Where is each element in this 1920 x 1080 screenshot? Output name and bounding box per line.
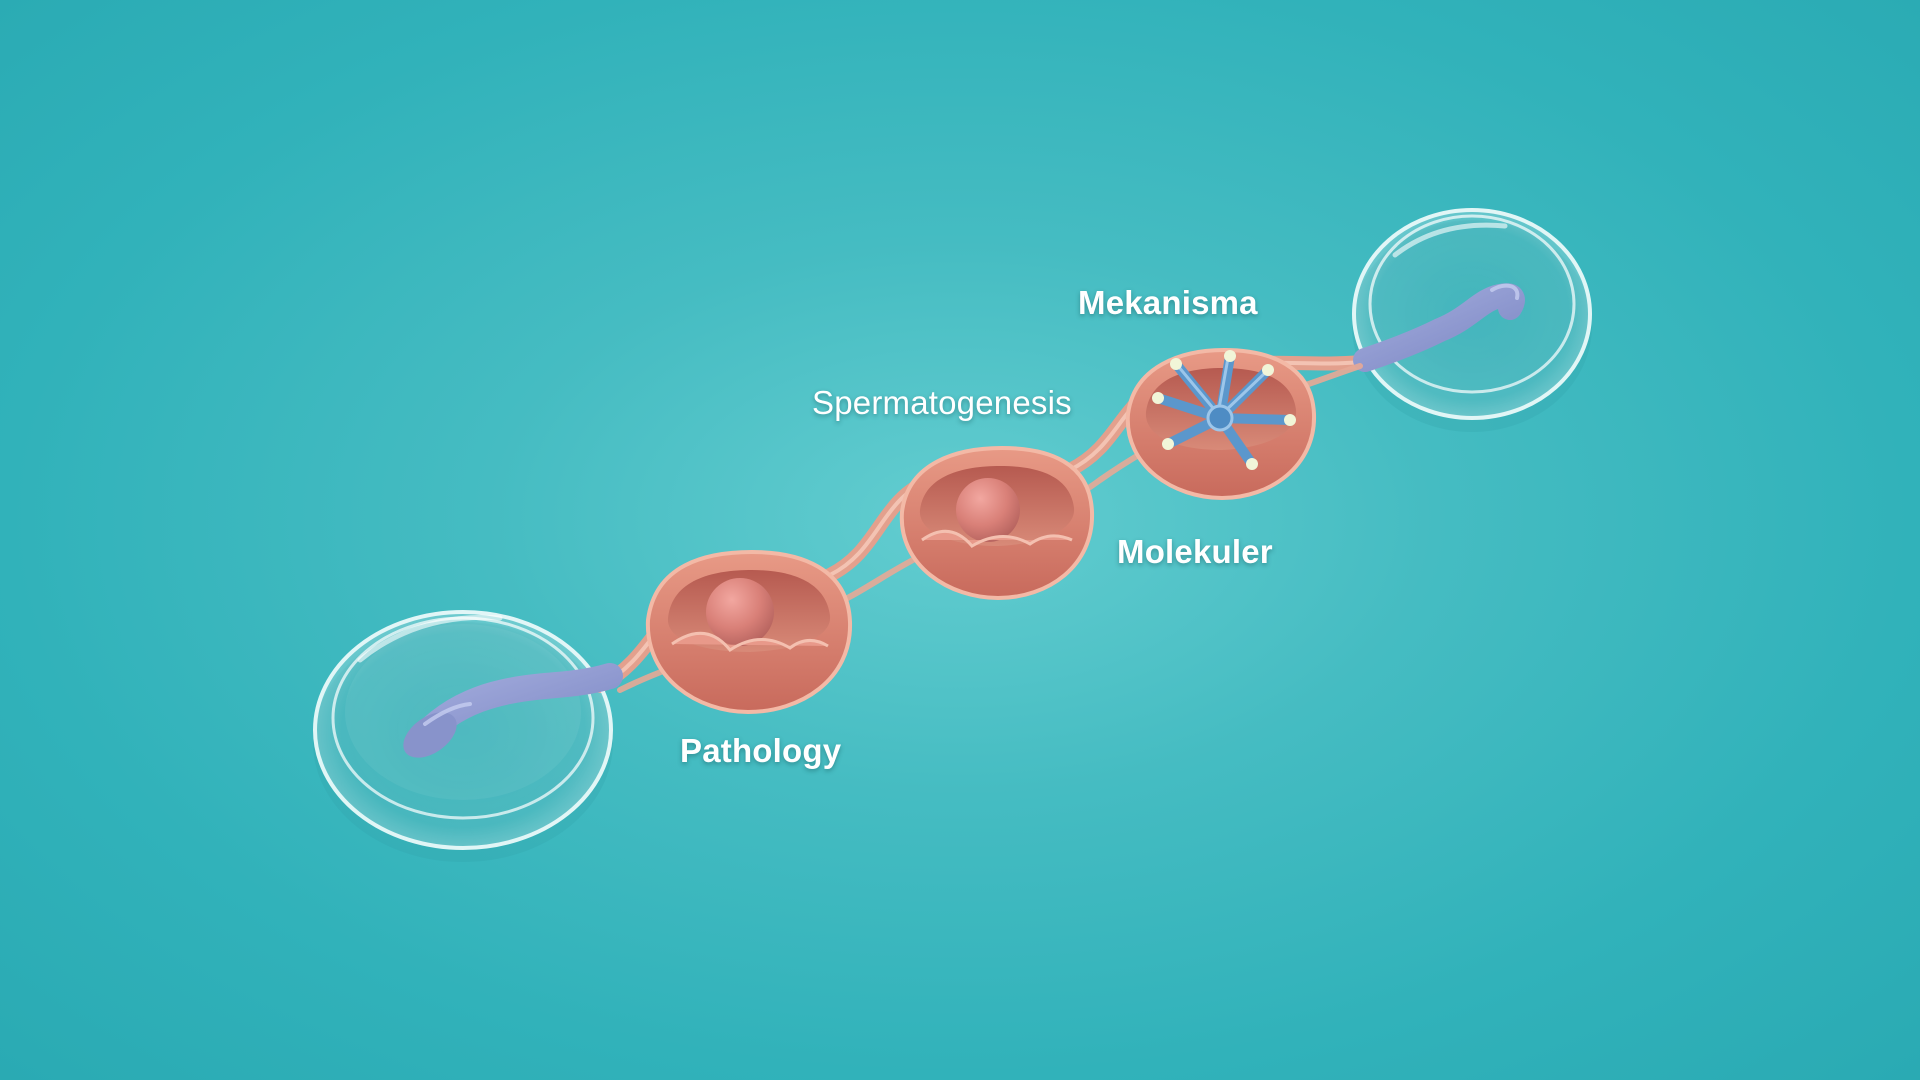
petri-dish-right [1352,208,1592,432]
label-spermatogenesis: Spermatogenesis [812,384,1072,421]
petri-dish-left [313,610,613,862]
tubule-segment-3 [1125,347,1317,501]
label-pathology: Pathology [680,732,842,769]
cell-1 [706,578,774,646]
sperm-tail-right [1353,283,1525,372]
label-molekuler: Molekuler [1117,533,1273,570]
label-mekanisma: Mekanisma [1078,284,1258,321]
cell-2 [956,478,1020,542]
sperm-tail-left [403,663,623,758]
tubule-segment-2 [899,445,1095,601]
tubule-segment-1 [645,549,853,715]
